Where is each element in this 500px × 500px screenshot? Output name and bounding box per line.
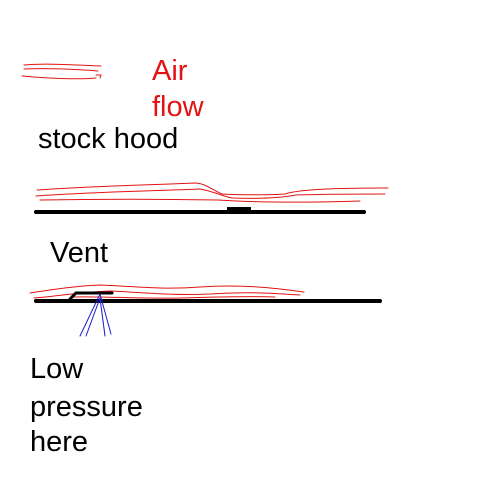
legend-airflow-swatch: [21, 63, 102, 80]
legend-airflow-label-line2: flow: [152, 91, 204, 123]
stock-hood-airflow-lines: [35, 182, 389, 203]
legend-airflow-label-line1: Air: [152, 55, 188, 87]
stock-hood-label: stock hood: [38, 123, 179, 155]
vent-label: Vent: [50, 237, 109, 269]
stock-hood-surface: [34, 207, 366, 214]
low-pressure-annotation-line3: here: [30, 426, 89, 458]
low-pressure-annotation-line2: pressure: [30, 391, 143, 423]
stock-hood-bump: [227, 207, 251, 212]
low-pressure-annotation-line1: Low: [30, 353, 84, 385]
vent-opening-lip: [68, 291, 114, 301]
low-pressure-pointer-arrow: [79, 292, 112, 337]
